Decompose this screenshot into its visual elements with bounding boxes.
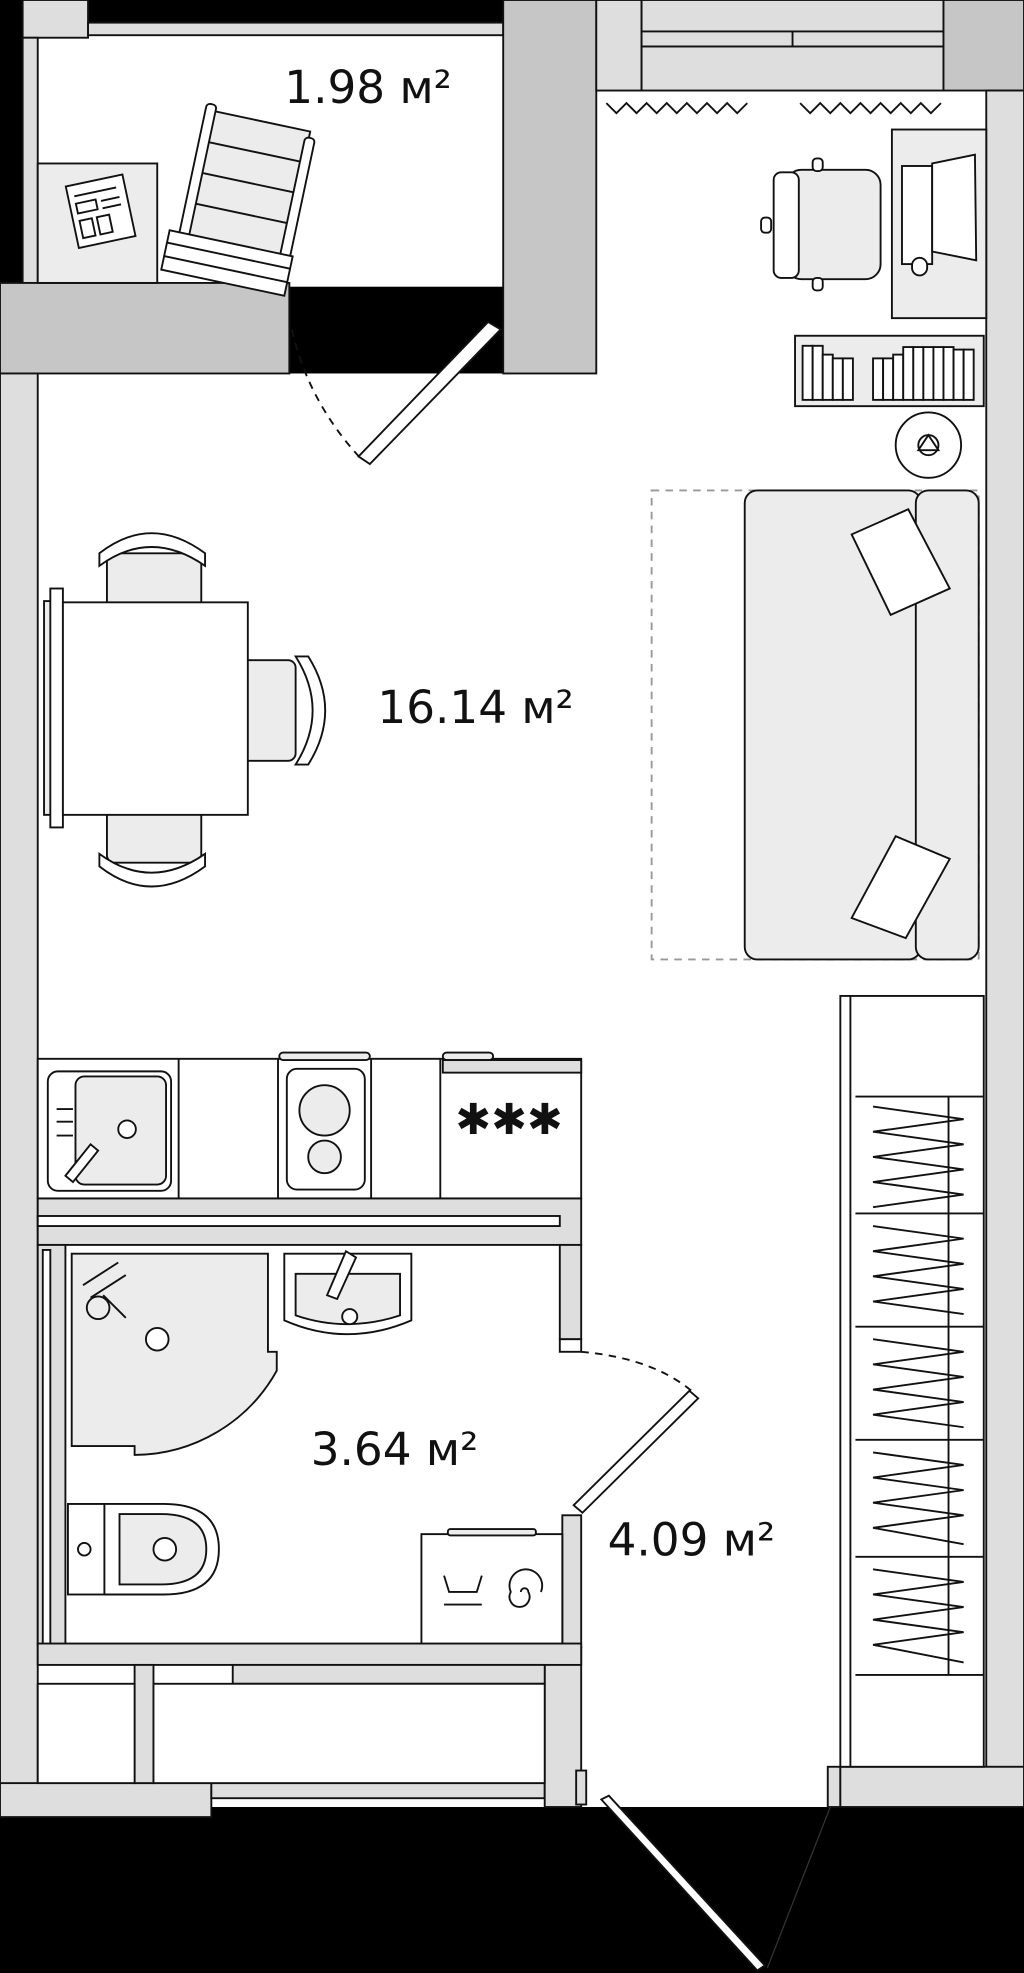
window-pillar xyxy=(942,0,1024,92)
wash-icon xyxy=(443,1575,483,1606)
window-sill xyxy=(640,45,945,92)
corner-pillar xyxy=(21,0,90,39)
pillow-icon xyxy=(850,508,952,617)
dining-table xyxy=(43,532,327,888)
mouse-icon xyxy=(911,256,929,277)
curtain-left xyxy=(605,101,748,115)
spin-icon xyxy=(508,1568,544,1608)
snowflake-icon: ✱✱✱ xyxy=(455,1095,562,1145)
shower-head-icon xyxy=(82,1261,127,1321)
sofa xyxy=(743,489,980,961)
left-wall xyxy=(0,372,39,1819)
kitchen-counter: ✱✱✱ xyxy=(36,1051,583,1200)
pillow-icon xyxy=(850,835,952,940)
balcony-area-label: 1.98 м² xyxy=(284,61,452,114)
entry-wall-right xyxy=(839,1765,1024,1808)
laptop-keyboard-icon xyxy=(901,165,934,266)
bathroom-sink xyxy=(283,1249,413,1336)
balcony-wall-left xyxy=(0,281,291,375)
laptop-screen-icon xyxy=(931,153,978,262)
floor-lamp-icon xyxy=(894,411,963,479)
bathroom-door[interactable] xyxy=(572,1350,700,1515)
wardrobe xyxy=(839,994,985,1768)
bookshelf xyxy=(794,334,985,408)
desk xyxy=(890,128,988,320)
hangers-icon xyxy=(872,1105,964,1664)
balcony-side-wall xyxy=(21,36,39,284)
faucet-icon xyxy=(325,1249,358,1301)
washing-machine xyxy=(420,1528,564,1645)
hallway-area-label: 4.09 м² xyxy=(608,1514,776,1567)
kitchen-sink-icon xyxy=(46,1070,173,1192)
newspaper-icon xyxy=(64,173,137,250)
bottom-left-wall xyxy=(0,1782,213,1819)
window-frame xyxy=(640,0,945,33)
living-room-area-label: 16.14 м² xyxy=(377,681,573,734)
entrance-door[interactable] xyxy=(599,1794,831,1972)
right-wall xyxy=(985,89,1024,1808)
balcony-wall-right xyxy=(502,0,598,375)
bathroom-area-label: 3.64 м² xyxy=(311,1423,479,1476)
balcony-door[interactable] xyxy=(290,320,503,466)
curtain-right xyxy=(799,101,942,115)
toilet xyxy=(66,1503,220,1596)
lounge-chair xyxy=(160,102,316,297)
office-chair xyxy=(760,157,882,292)
balcony-rail xyxy=(87,21,505,37)
cooktop-icon xyxy=(278,1051,371,1191)
walls xyxy=(0,0,1024,1819)
balcony-cabinet xyxy=(36,162,159,284)
shower-cabin xyxy=(70,1252,278,1456)
fridge-icon: ✱✱✱ xyxy=(441,1051,583,1145)
bathroom-wall xyxy=(558,1243,583,1341)
